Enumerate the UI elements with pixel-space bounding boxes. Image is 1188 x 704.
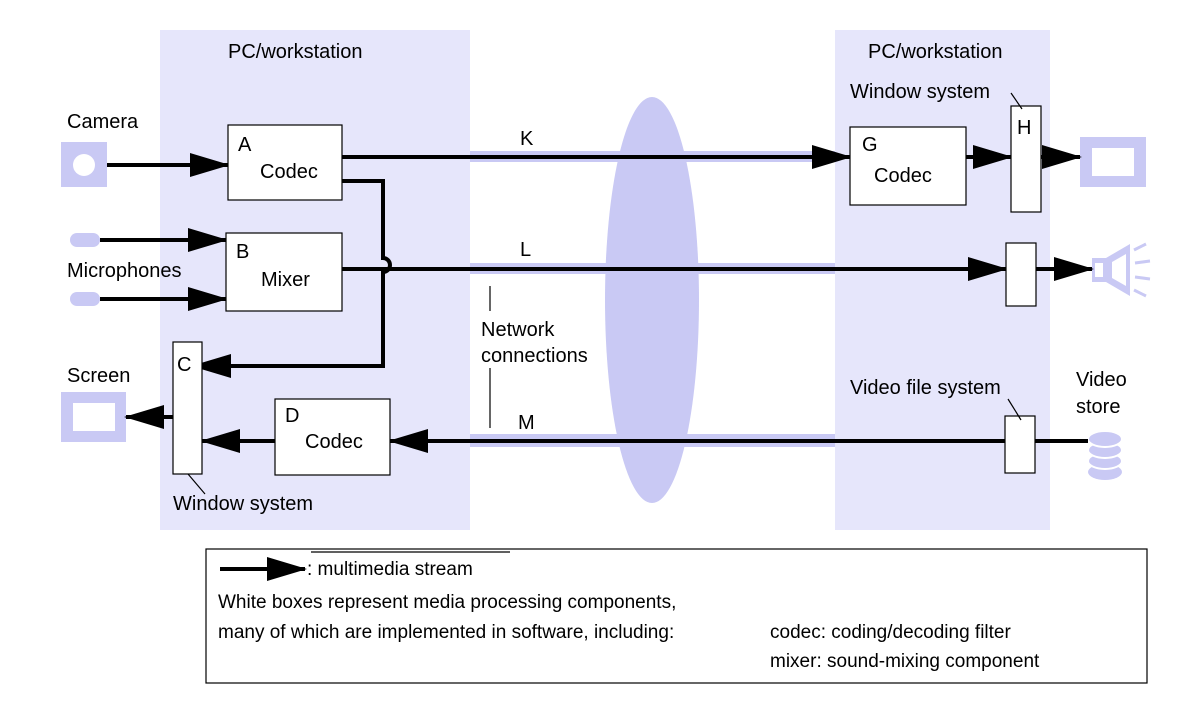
network-ellipse: [605, 97, 699, 503]
codec-a-letter: A: [238, 134, 252, 156]
connection-k-label: K: [520, 128, 534, 150]
window-system-left-label: Window system: [173, 493, 313, 515]
microphone-icon: [70, 292, 100, 306]
video-file-system-box: [1004, 415, 1036, 474]
window-system-left-callout: [187, 473, 206, 495]
audio-output-box: [1005, 242, 1037, 307]
microphones-label: Microphones: [67, 260, 182, 282]
camera-label: Camera: [67, 111, 139, 133]
video-store-icon: [1087, 430, 1123, 480]
codec-g-name: Codec: [874, 165, 932, 187]
connection-l-label: L: [520, 239, 531, 261]
camera-icon: [61, 142, 107, 187]
codec-d-box: [274, 398, 391, 476]
window-system-right-callout: [1010, 92, 1023, 110]
screen-label: Screen: [67, 365, 130, 387]
window-system-c-letter: C: [177, 354, 191, 376]
left-panel-title: PC/workstation: [228, 41, 363, 63]
codec-a-to-window-c-stream: [191, 179, 392, 378]
right-panel-title: PC/workstation: [868, 41, 1003, 63]
video-file-system-callout: [1007, 398, 1022, 421]
codec-d-name: Codec: [305, 431, 363, 453]
codec-a-name: Codec: [260, 161, 318, 183]
connection-m-label: M: [518, 412, 535, 434]
network-connections-label-line2: connections: [481, 345, 588, 367]
video-store-label-line2: store: [1076, 396, 1120, 418]
window-system-right-label: Window system: [850, 81, 990, 103]
legend-mixer-definition: mixer: sound-mixing component: [770, 651, 1040, 672]
codec-a-box: [227, 124, 343, 201]
speaker-icon: [1092, 242, 1151, 298]
legend-stream-label: : multimedia stream: [307, 559, 473, 580]
video-file-system-label: Video file system: [850, 377, 1001, 399]
monitor-icon: [1080, 137, 1146, 187]
screen-icon: [61, 392, 126, 442]
window-system-c-box: [172, 341, 203, 475]
codec-g-letter: G: [862, 134, 878, 156]
legend-codec-definition: codec: coding/decoding filter: [770, 622, 1011, 643]
window-system-h-letter: H: [1017, 117, 1031, 139]
legend-description-line1: White boxes represent media processing c…: [218, 592, 676, 613]
codec-g-box: [849, 126, 967, 206]
mixer-b-letter: B: [236, 241, 249, 263]
mixer-b-box: [225, 232, 343, 312]
network-connections-label-line1: Network: [481, 319, 555, 341]
legend-box: [205, 548, 1148, 684]
mixer-b-name: Mixer: [261, 269, 310, 291]
video-store-label-line1: Video: [1076, 369, 1127, 391]
window-system-h-box: [1010, 105, 1042, 213]
microphone-icon: [70, 233, 100, 247]
codec-d-letter: D: [285, 405, 299, 427]
legend-description-line2: many of which are implemented in softwar…: [218, 622, 674, 643]
